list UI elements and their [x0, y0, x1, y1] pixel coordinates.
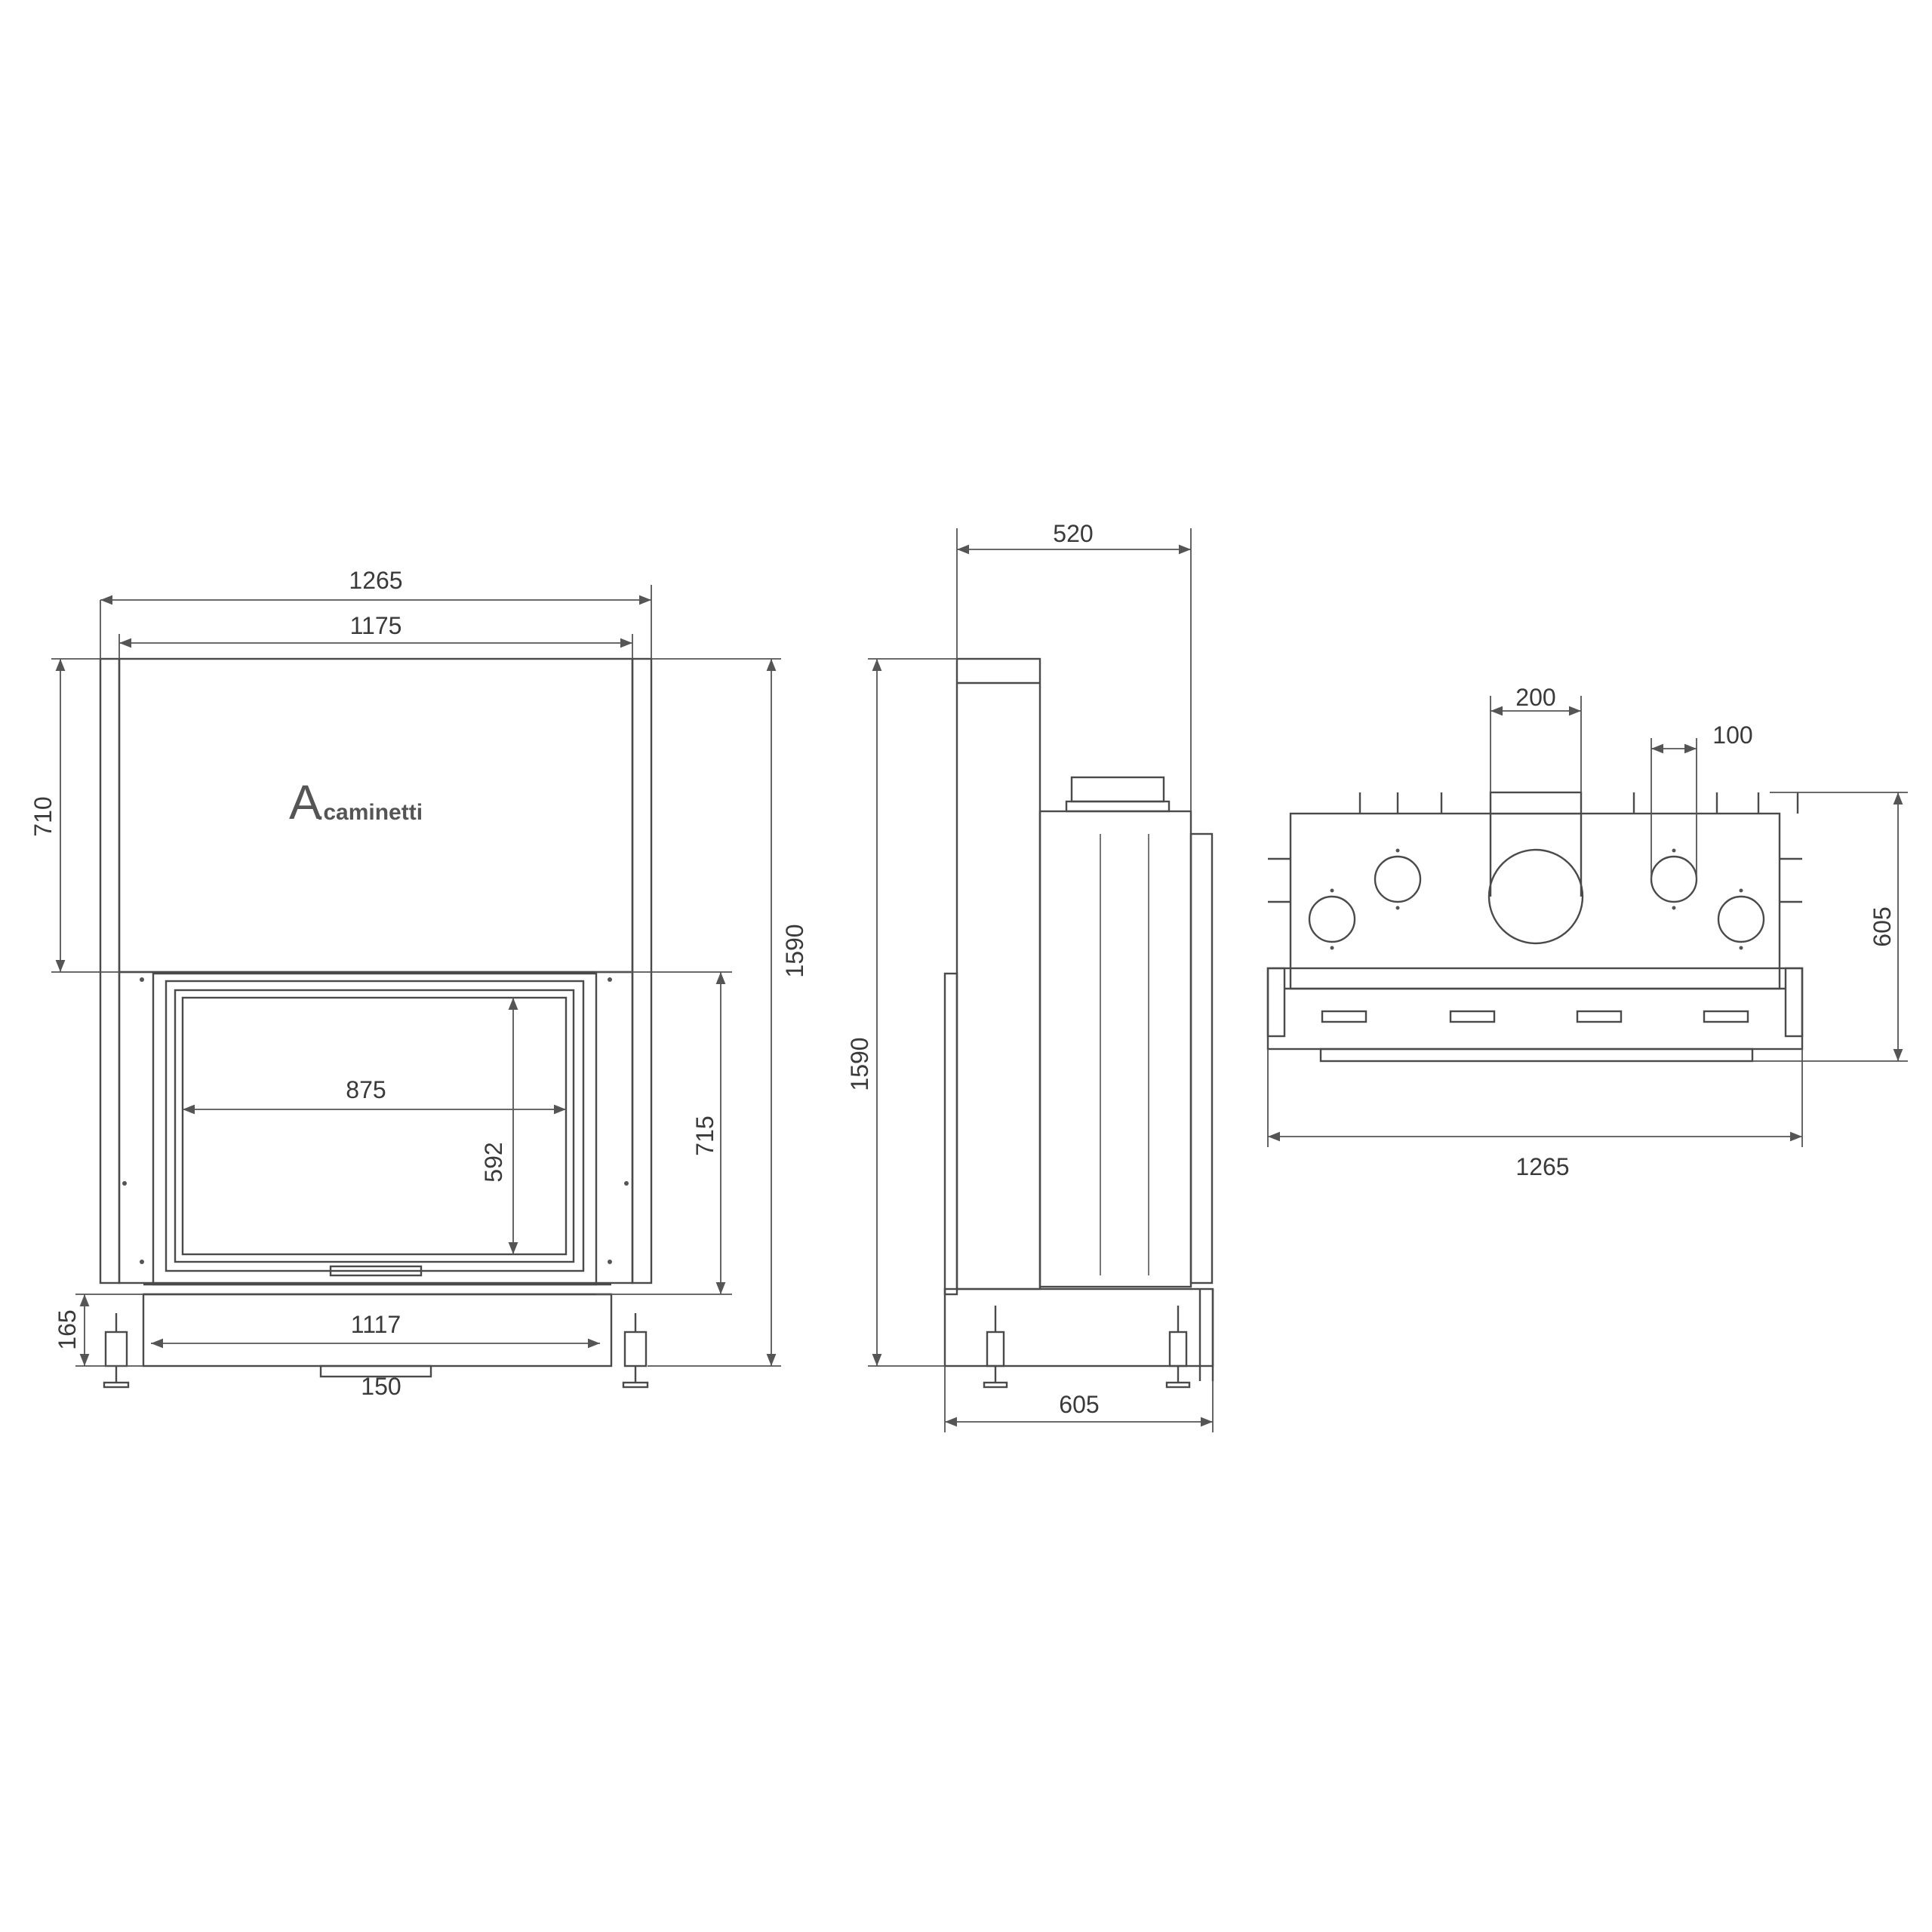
front-left-foot: [103, 1313, 130, 1389]
dim-front-foot-height: 165: [54, 1309, 81, 1349]
side-back-foot: [1165, 1306, 1191, 1389]
svg-text:A: A: [289, 775, 321, 829]
side-base: [943, 1287, 1214, 1367]
front-lower-body: [118, 971, 634, 1284]
side-body: [1038, 810, 1192, 1288]
side-flue-collar: [1070, 776, 1165, 803]
top-air-slot-3: [1576, 1010, 1623, 1023]
dim-front-door-height: 715: [691, 1115, 718, 1155]
dim-top-overall-width: 1265: [1515, 1153, 1569, 1180]
top-base-plate: [1319, 1048, 1754, 1063]
dim-front-frame-width: 1175: [350, 612, 402, 639]
dim-front-overall-height: 1590: [781, 924, 808, 977]
front-glass: [181, 996, 568, 1256]
side-view: 520 1590 605: [846, 520, 1214, 1432]
top-front-frame: [1266, 967, 1804, 1051]
front-view: A .caminetti 1265 1175 710 1590 875 592 …: [29, 567, 808, 1400]
top-large-flue: [1487, 848, 1584, 945]
front-right-side-panel: [631, 657, 653, 1284]
front-door-frame: [152, 972, 598, 1286]
front-left-side-panel: [99, 657, 121, 1284]
dim-front-glass-height: 592: [480, 1142, 507, 1182]
front-door-handle: [329, 1265, 423, 1277]
dim-top-small-outlet-diameter: 100: [1712, 721, 1752, 749]
dim-side-base-depth: 605: [1059, 1391, 1099, 1418]
brand-logo: A .caminetti: [289, 775, 423, 829]
side-back-panel: [1189, 832, 1214, 1284]
side-front-foot: [983, 1306, 1008, 1389]
top-small-outlet: [1650, 855, 1698, 903]
top-outlet-right: [1717, 895, 1765, 943]
front-right-foot: [622, 1313, 649, 1389]
dim-top-depth: 605: [1869, 906, 1896, 946]
top-outlet-left: [1374, 855, 1422, 903]
dim-side-overall-height: 1590: [846, 1037, 873, 1091]
dim-side-top-depth: 520: [1053, 520, 1093, 547]
top-air-slot-2: [1449, 1010, 1496, 1023]
top-air-slot-4: [1703, 1010, 1749, 1023]
top-view: 200 100 605 1265: [1266, 684, 1908, 1180]
dim-front-base-width: 1117: [351, 1311, 401, 1338]
side-door-lip: [943, 972, 958, 1296]
dim-front-glass-width: 875: [346, 1076, 386, 1103]
top-air-slot-1: [1321, 1010, 1367, 1023]
dim-front-hood-height: 710: [29, 796, 57, 836]
dim-front-overall-width: 1265: [349, 567, 402, 594]
dim-front-air-inlet-width: 150: [361, 1373, 401, 1400]
side-front-panel: [955, 657, 1041, 1291]
svg-text:.caminetti: .caminetti: [317, 800, 423, 825]
dim-top-large-flue-diameter: 200: [1515, 684, 1555, 711]
top-large-flue-collar: [1489, 791, 1583, 815]
front-door-inner-frame: [165, 980, 585, 1272]
front-glass-outer: [174, 989, 575, 1263]
top-outlet-far-left: [1308, 895, 1356, 943]
front-air-inlet: [319, 1364, 432, 1378]
